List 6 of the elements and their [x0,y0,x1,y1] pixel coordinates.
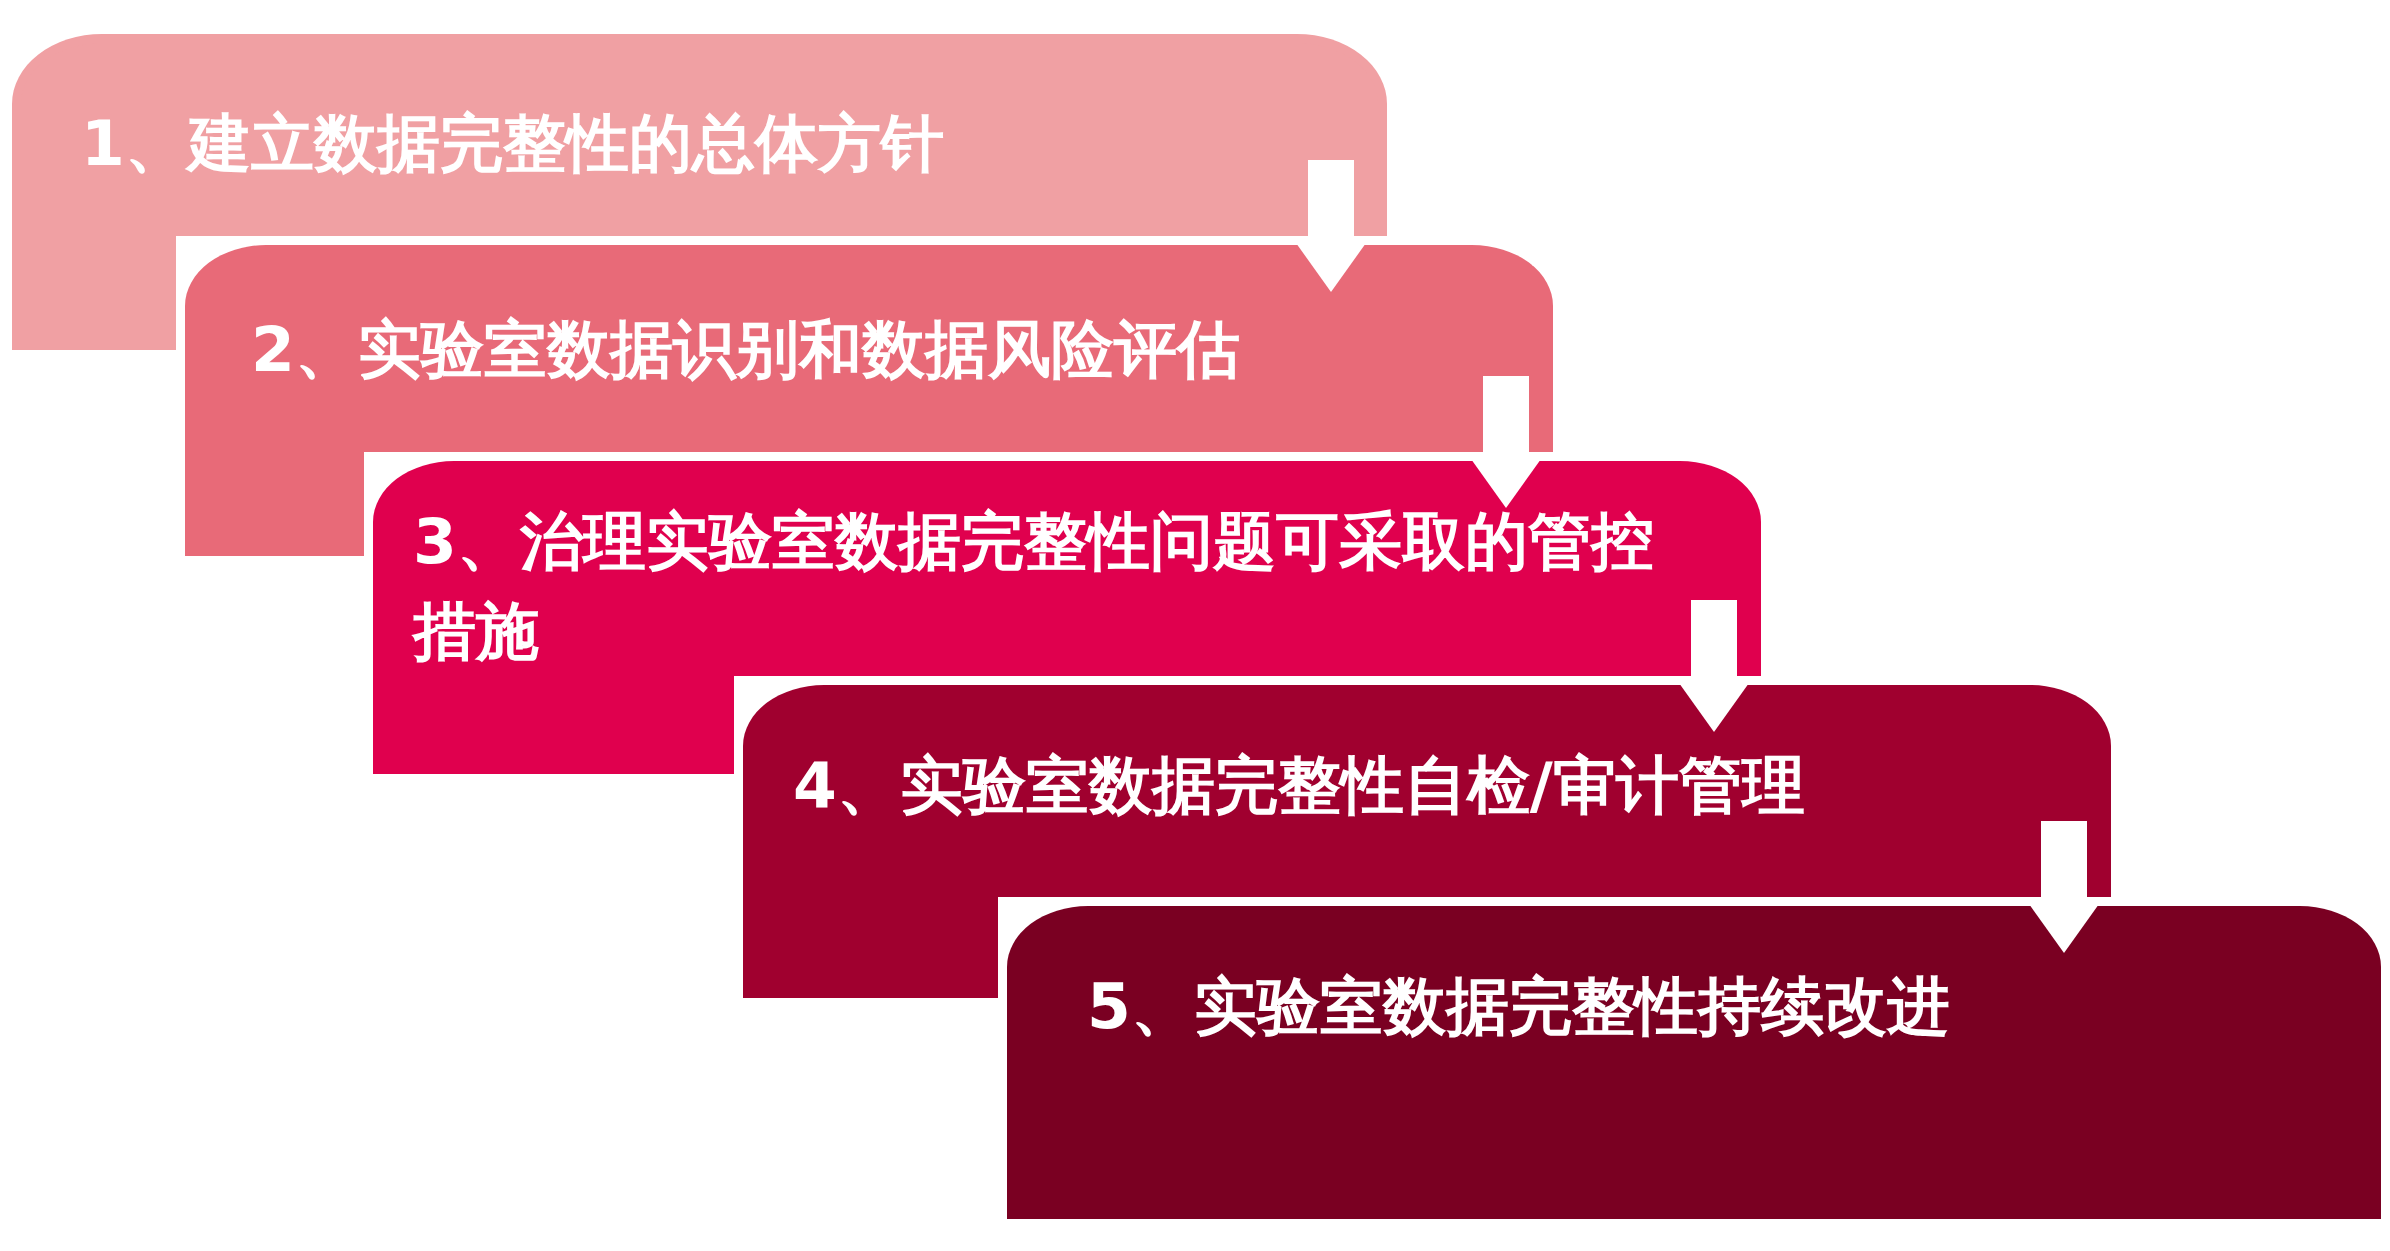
step-label: 4、实验室数据完整性自检/审计管理 [793,748,1805,824]
step-label: 1、建立数据完整性的总体方针 [81,106,944,182]
step-label: 5、实验室数据完整性持续改进 [1087,969,1950,1045]
step-label: 3、治理实验室数据完整性问题可采取的管控措施 [413,504,1655,670]
step-box [12,34,1387,236]
step-label: 2、实验室数据识别和数据风险评估 [251,312,1240,388]
